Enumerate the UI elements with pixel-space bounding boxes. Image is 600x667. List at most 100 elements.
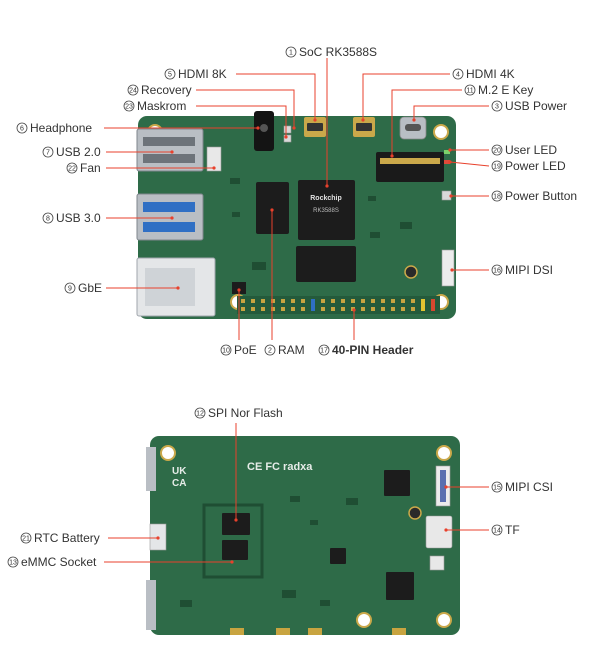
- hdmi4k-slot: [356, 123, 372, 131]
- brand-silkscreen: CE FC radxa: [247, 461, 313, 473]
- mount-hole: [356, 612, 372, 628]
- callout-recovery: 24 Recovery: [127, 83, 296, 130]
- ic-chip: [384, 470, 410, 496]
- headphone-hole: [260, 124, 268, 132]
- callout-mipidsi: 16 MIPI DSI: [450, 263, 553, 277]
- mount-hole: [436, 445, 452, 461]
- callout-label: MIPI DSI: [505, 263, 553, 277]
- callout-number: 16: [493, 268, 501, 275]
- ukca-mark-bottom: CA: [172, 478, 186, 489]
- power-led: [444, 160, 450, 164]
- callout-header40: 17 40-PIN Header: [318, 308, 414, 357]
- callout-label: MIPI CSI: [505, 480, 553, 494]
- front-board: Rockchip RK3588S: [136, 111, 456, 319]
- recovery-button-part: [283, 125, 292, 134]
- callout-label: Power LED: [505, 159, 566, 173]
- back-pcb: [150, 436, 460, 635]
- mount-hole: [408, 506, 422, 520]
- callout-label: PoE: [234, 343, 257, 357]
- soc-chip: [298, 180, 355, 240]
- callout-maskrom: 23 Maskrom: [123, 99, 288, 139]
- ukca-mark-top: UK: [172, 466, 187, 477]
- front-callouts: 1 SoC RK3588S 5 HDMI 8K 4 HDMI 4K 24 Rec…: [16, 45, 577, 357]
- callout-usb2: 7 USB 2.0: [42, 145, 174, 159]
- callout-number: 8: [46, 216, 50, 223]
- callout-label: SoC RK3588S: [299, 45, 377, 59]
- back-callouts: 12 SPI Nor Flash 15 MIPI CSI 21 RTC Batt…: [7, 406, 553, 569]
- dsi-connector: [441, 249, 455, 287]
- callout-number: 13: [9, 560, 17, 567]
- callout-powerled: 19 Power LED: [448, 159, 566, 173]
- callout-usb3: 8 USB 3.0: [42, 211, 174, 225]
- callout-fan: 22 Fan: [66, 161, 216, 175]
- soc-marking-brand: Rockchip: [310, 195, 342, 202]
- callout-number: 17: [320, 348, 328, 355]
- m2-slot: [376, 152, 444, 182]
- usb2-port: [136, 128, 204, 172]
- tf-slot-part: [425, 515, 453, 549]
- callout-m2: 11 M.2 E Key: [390, 83, 533, 158]
- usb3-slot: [143, 222, 195, 232]
- callout-ram: 2 RAM: [264, 208, 305, 357]
- callout-number: 14: [493, 528, 501, 535]
- usb3-slot: [143, 202, 195, 212]
- mount-hole: [404, 265, 418, 279]
- callout-number: 7: [46, 150, 50, 157]
- callout-label: GbE: [78, 281, 102, 295]
- callout-headphone: 6 Headphone: [16, 121, 260, 135]
- callout-number: 21: [22, 536, 30, 543]
- callout-soc: 1 SoC RK3588S: [285, 45, 377, 188]
- callout-number: 2: [268, 348, 272, 355]
- usb2-slot: [143, 154, 195, 163]
- callout-usbpower: 3 USB Power: [412, 99, 567, 122]
- callout-number: 1: [289, 50, 293, 57]
- mount-hole: [433, 124, 449, 140]
- callout-number: 3: [495, 104, 499, 111]
- callout-poe: 10 PoE: [220, 288, 257, 357]
- callout-powerbutton: 18 Power Button: [449, 189, 577, 203]
- callout-label: Fan: [80, 161, 101, 175]
- callout-label: SPI Nor Flash: [208, 406, 283, 420]
- callout-number: 6: [20, 126, 24, 133]
- callout-emmc: 13 eMMC Socket: [7, 555, 234, 569]
- callout-label: RAM: [278, 343, 305, 357]
- callout-label: User LED: [505, 143, 557, 157]
- soc-marking-model: RK3588S: [313, 208, 339, 214]
- fan-connector: [206, 146, 222, 172]
- callout-label: TF: [505, 523, 520, 537]
- callout-number: 23: [125, 104, 133, 111]
- maskrom-button-part: [283, 134, 292, 143]
- callout-label: Headphone: [30, 121, 92, 135]
- callout-number: 4: [456, 72, 460, 79]
- port-edge: [146, 447, 156, 491]
- callout-label: RTC Battery: [34, 531, 100, 545]
- callout-label: Power Button: [505, 189, 577, 203]
- callout-number: 12: [196, 411, 204, 418]
- gpio-header: [237, 296, 440, 314]
- ic-chip: [330, 548, 346, 564]
- callout-spinor: 12 SPI Nor Flash: [194, 406, 283, 522]
- callout-gbe: 9 GbE: [64, 281, 180, 295]
- ic-chip: [222, 540, 248, 560]
- user-led: [444, 150, 450, 154]
- callout-number: 18: [493, 194, 501, 201]
- callout-label: Recovery: [141, 83, 192, 97]
- callout-rtc: 21 RTC Battery: [20, 531, 160, 545]
- callout-number: 22: [68, 166, 76, 173]
- callout-number: 20: [493, 148, 501, 155]
- mount-hole: [436, 612, 452, 628]
- sw-label-part: [429, 555, 445, 571]
- port-edge: [146, 580, 156, 630]
- callout-tf: 14 TF: [444, 523, 520, 537]
- callout-label: USB Power: [505, 99, 567, 113]
- callout-hdmi8k: 5 HDMI 8K: [164, 67, 317, 122]
- callout-label: M.2 E Key: [478, 83, 533, 97]
- back-board: UK CA CE FC radxa: [146, 436, 460, 635]
- usb2-slot: [143, 137, 195, 146]
- callout-number: 19: [493, 164, 501, 171]
- callout-number: 9: [68, 286, 72, 293]
- mount-hole: [160, 445, 176, 461]
- callout-label: USB 3.0: [56, 211, 101, 225]
- callout-number: 5: [168, 72, 172, 79]
